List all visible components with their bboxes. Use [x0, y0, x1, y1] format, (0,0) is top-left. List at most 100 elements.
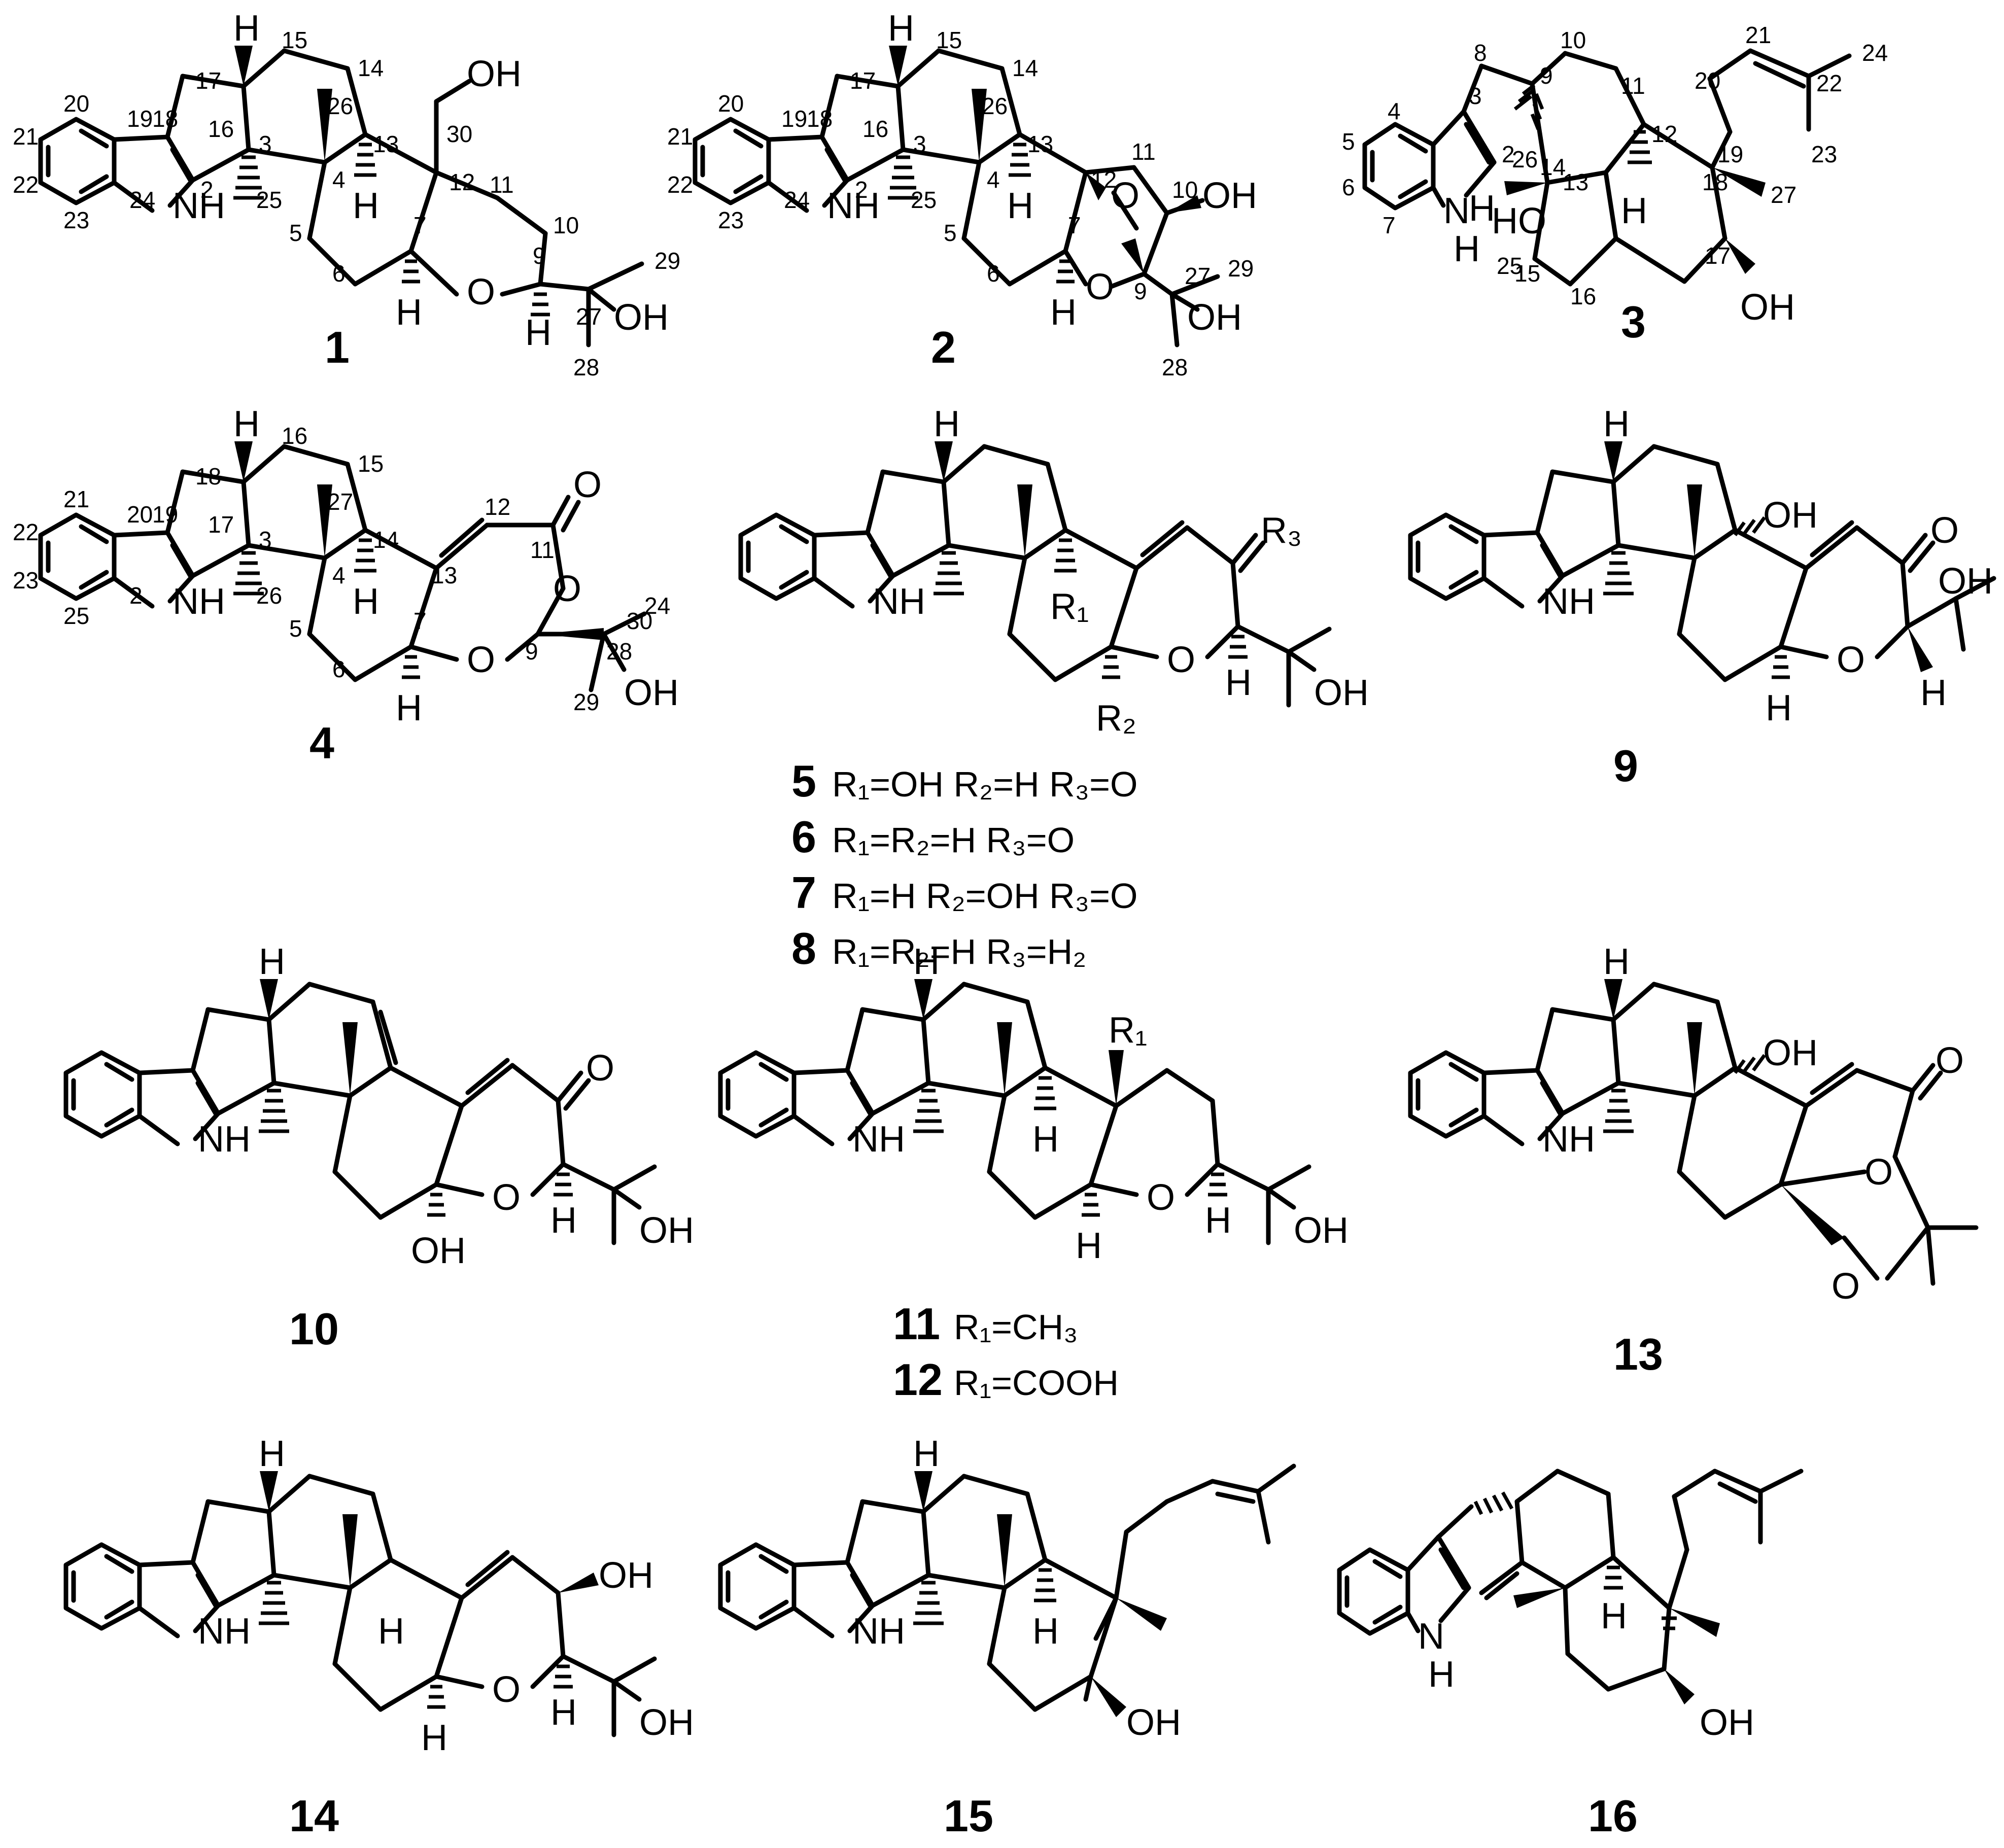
- compound-id: 15: [944, 1791, 993, 1841]
- oh-label: OH: [639, 1210, 694, 1251]
- h-label: H: [421, 1718, 447, 1758]
- nh-label: NH: [198, 1611, 251, 1652]
- atom-number: 11: [530, 537, 555, 563]
- atom-number: 2: [855, 177, 868, 203]
- nh-label: N: [1418, 1616, 1444, 1657]
- atom-number: 5: [944, 220, 957, 246]
- structure-compound-13: NH H OH O O O 13: [1408, 942, 1979, 1379]
- o-label: O: [492, 1177, 521, 1218]
- nh-label: NH: [1542, 1119, 1595, 1160]
- nh-label: NH: [172, 186, 225, 226]
- atom-number: 15: [282, 27, 307, 53]
- atom-number: 17: [1705, 242, 1731, 269]
- atom-number: 9: [525, 638, 538, 665]
- atom-number: 22: [667, 171, 693, 198]
- atom-number: 14: [358, 55, 384, 81]
- atom-number: 30: [446, 121, 472, 147]
- o-label: O: [1111, 176, 1139, 216]
- h-label: H: [550, 1692, 577, 1733]
- o-label: O: [1864, 1152, 1893, 1193]
- compound-id: 7: [791, 867, 816, 918]
- o-label: O: [573, 465, 602, 505]
- compound-id: 8: [791, 923, 816, 973]
- r3-label: R₃: [1261, 510, 1302, 551]
- atom-number: 15: [358, 450, 384, 477]
- atom-number: 9: [533, 242, 546, 269]
- atom-number: 7: [1068, 212, 1081, 238]
- compound-id: 3: [1621, 297, 1646, 347]
- h-label: H: [1007, 186, 1033, 226]
- compound-id: 6: [791, 812, 816, 862]
- h-label: H: [233, 8, 260, 49]
- h-label: H: [1225, 663, 1252, 703]
- atom-number: 26: [1512, 146, 1538, 172]
- atom-number: 27: [576, 303, 602, 330]
- atom-number: 22: [1816, 70, 1842, 96]
- h-label: H: [888, 8, 914, 49]
- atom-number: 4: [332, 166, 345, 193]
- atom-number: 21: [13, 123, 39, 150]
- atom-number: 10: [1560, 27, 1586, 53]
- ho-label: HO: [1492, 201, 1546, 241]
- atom-number: 28: [573, 354, 599, 380]
- atom-number: 13: [1027, 131, 1053, 157]
- atom-number: 2: [200, 177, 214, 203]
- atom-number: 13: [373, 131, 399, 157]
- compound-id: 9: [1613, 741, 1638, 791]
- h-label: H: [913, 942, 940, 982]
- o-label: O: [1147, 1177, 1175, 1218]
- atom-number: 5: [289, 615, 302, 642]
- atom-number: 24: [644, 592, 670, 619]
- compound-id: 4: [309, 718, 334, 768]
- nh-label: NH: [198, 1119, 251, 1160]
- nh-label: NH: [852, 1611, 905, 1652]
- h-label: H: [1428, 1654, 1455, 1695]
- o-label: O: [492, 1669, 521, 1710]
- atom-number: 18: [807, 106, 833, 132]
- atom-number: 19: [152, 501, 178, 528]
- atom-number: 12: [449, 169, 475, 195]
- h-label: H: [1621, 191, 1647, 231]
- r-group-definition: R₁=COOH: [954, 1363, 1119, 1403]
- h-label: H: [934, 404, 960, 444]
- atom-number: 4: [1388, 98, 1401, 124]
- o-label: O: [467, 640, 495, 680]
- atom-number: 12: [1091, 166, 1117, 193]
- oh-label: OH: [599, 1555, 653, 1596]
- oh-label: OH: [1294, 1210, 1349, 1251]
- h-label: H: [1454, 229, 1480, 269]
- o-label: O: [1832, 1266, 1860, 1307]
- oh-label: OH: [1314, 673, 1369, 713]
- structure-compound-1: NH H OH O OH H H H 17 16 15 14 26 13 30 …: [13, 8, 680, 380]
- h-label: H: [913, 1434, 940, 1474]
- h-label: H: [353, 186, 379, 226]
- r-group-definition: R₁=H R₂=OH R₃=O: [832, 876, 1138, 916]
- oh-label: OH: [1763, 1033, 1818, 1073]
- atom-number: 16: [1570, 283, 1596, 309]
- h-label: H: [378, 1611, 404, 1652]
- atom-number: 26: [327, 93, 353, 119]
- atom-number: 13: [1563, 169, 1588, 195]
- h-label: H: [1469, 188, 1495, 229]
- o-label: O: [553, 569, 581, 609]
- atom-number: 11: [490, 171, 514, 198]
- atom-number: 13: [431, 562, 457, 588]
- h-label: H: [1601, 1596, 1627, 1636]
- structure-compound-3: N H H HO H OH 8 9 10 11 21 20 24 3 4 22 …: [1342, 22, 1888, 347]
- atom-number: 21: [1745, 22, 1771, 48]
- h-label: H: [1076, 1226, 1102, 1266]
- atom-number: 25: [63, 603, 89, 629]
- h-label: H: [1766, 688, 1792, 728]
- r-group-definition: R₁=OH R₂=H R₃=O: [832, 764, 1138, 804]
- oh-label: OH: [614, 297, 669, 338]
- oh-label: OH: [411, 1231, 466, 1271]
- r-group-definition: R₁=CH₃: [954, 1307, 1078, 1347]
- atom-number: 20: [127, 501, 153, 528]
- h-label: H: [1920, 673, 1947, 713]
- atom-number: 24: [784, 187, 810, 213]
- compound-id: 11: [893, 1299, 940, 1349]
- oh-label: OH: [1700, 1702, 1754, 1743]
- compound-id: 12: [893, 1354, 943, 1405]
